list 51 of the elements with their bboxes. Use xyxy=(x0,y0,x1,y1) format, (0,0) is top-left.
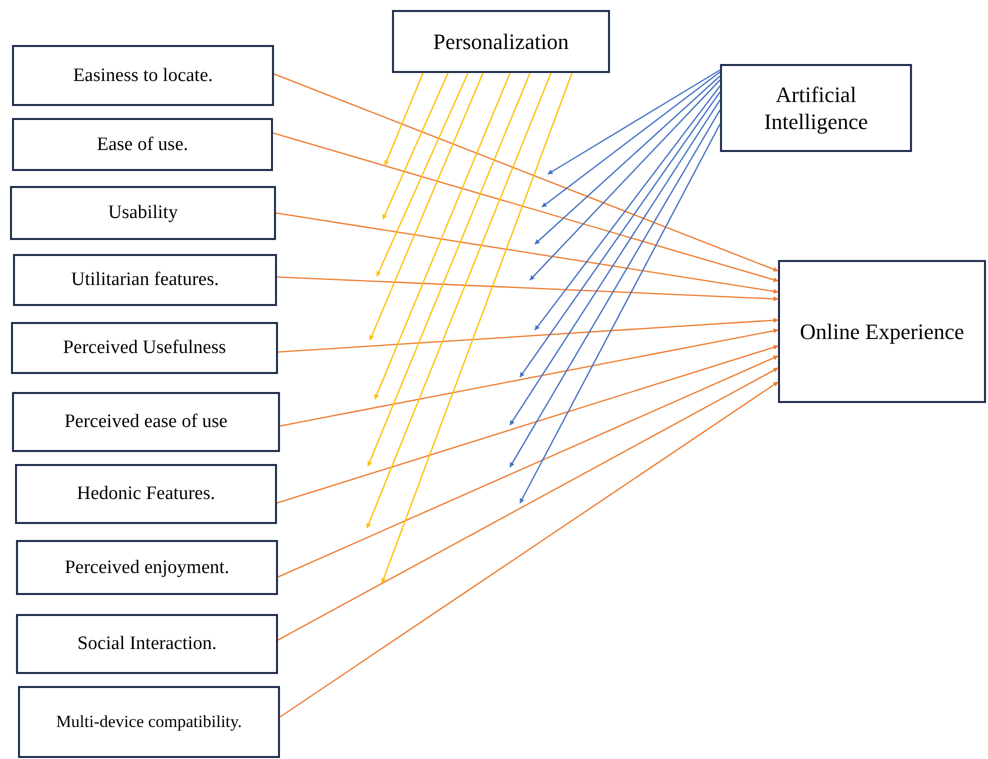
arrow xyxy=(366,72,552,528)
box-label: Usability xyxy=(108,201,178,225)
arrow xyxy=(542,71,720,208)
concept-box xyxy=(12,118,273,171)
box-label: Multi-device compatibility. xyxy=(56,711,242,733)
concept-box xyxy=(10,186,276,240)
arrow xyxy=(278,367,778,641)
arrow xyxy=(384,72,424,166)
concept-box xyxy=(12,392,280,452)
arrow xyxy=(274,73,778,272)
concept-box xyxy=(778,260,986,403)
arrow xyxy=(367,72,531,466)
box-label: Social Interaction. xyxy=(77,632,217,656)
concept-box xyxy=(720,64,912,152)
box-label: Perceived Usefulness xyxy=(62,336,226,360)
arrow xyxy=(530,80,720,280)
arrow xyxy=(376,72,469,276)
concept-box xyxy=(392,10,610,73)
arrow xyxy=(382,72,449,220)
arrow xyxy=(369,72,484,340)
box-label: Artificial Intelligence xyxy=(763,80,869,136)
box-label: Easiness to locate. xyxy=(73,64,213,88)
box-label: Ease of use. xyxy=(96,132,188,156)
concept-box xyxy=(12,45,274,106)
concept-box xyxy=(15,464,277,524)
concept-box xyxy=(18,686,280,758)
arrow xyxy=(381,72,573,584)
concept-box xyxy=(16,540,278,595)
arrow xyxy=(374,72,511,400)
concept-box xyxy=(13,254,277,306)
box-label: Utilitarian features. xyxy=(71,268,219,292)
arrow xyxy=(276,276,778,302)
arrow xyxy=(280,381,778,718)
concept-box xyxy=(16,614,278,674)
arrow xyxy=(519,92,721,378)
arrow xyxy=(280,328,778,427)
arrow xyxy=(278,355,778,578)
box-label: Hedonic Features. xyxy=(76,482,216,506)
arrow xyxy=(278,318,778,353)
concept-box xyxy=(11,322,278,374)
arrow xyxy=(272,132,778,282)
arrow xyxy=(519,124,721,504)
arrow xyxy=(534,86,721,330)
arrow xyxy=(276,212,778,294)
box-label: Personalization xyxy=(433,28,569,56)
arrow xyxy=(534,76,720,244)
box-label: Perceived enjoyment. xyxy=(64,556,230,580)
box-label: Perceived ease of use xyxy=(64,410,228,434)
box-label: Online Experience xyxy=(800,318,964,346)
arrow xyxy=(276,344,778,504)
arrow xyxy=(548,69,720,175)
